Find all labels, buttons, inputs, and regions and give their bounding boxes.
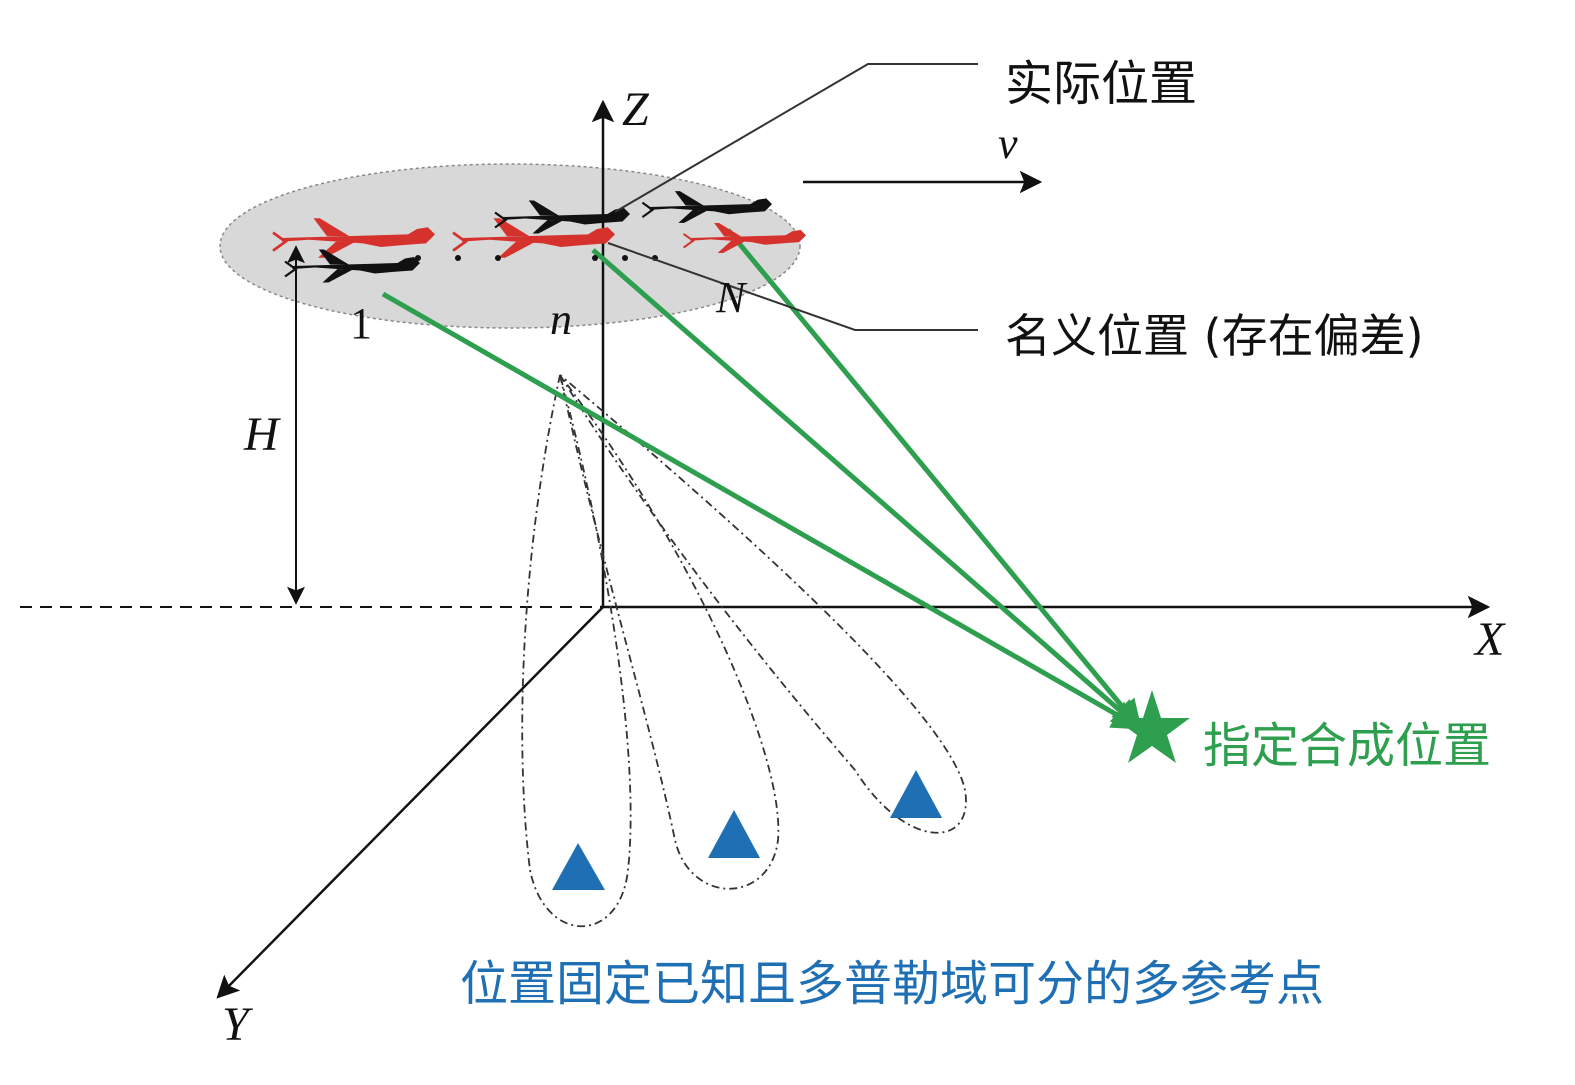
reference-points	[552, 770, 942, 890]
synthesis-position-label: 指定合成位置	[1203, 718, 1491, 774]
synthesis-lines	[381, 228, 1143, 731]
x-axis-label: X	[1473, 613, 1506, 666]
y-axis-label: Y	[222, 998, 253, 1051]
nominal-position-leader	[607, 242, 978, 331]
height-label: H	[243, 408, 281, 461]
uav-middle-label: n	[550, 295, 572, 344]
actual-position-label: 实际位置	[1005, 56, 1197, 112]
nominal-position-label: 名义位置 (存在偏差)	[1005, 309, 1424, 363]
z-axis-label: Z	[622, 83, 650, 136]
reference-points-caption: 位置固定已知且多普勒域可分的多参考点	[460, 956, 1324, 1012]
uav-first-label: 1	[350, 299, 372, 348]
beam-lobes	[521, 374, 967, 928]
velocity-label: v	[998, 119, 1018, 168]
triangle-icon	[552, 843, 605, 890]
uav-last-label: N	[715, 273, 748, 322]
triangle-icon	[890, 770, 942, 818]
formation-ellipse	[219, 163, 801, 329]
star-icon	[1114, 690, 1190, 763]
y-axis	[216, 606, 604, 999]
triangle-icon	[708, 810, 760, 858]
ellipsis-dots	[415, 255, 658, 261]
actual-position-leader	[614, 63, 978, 213]
